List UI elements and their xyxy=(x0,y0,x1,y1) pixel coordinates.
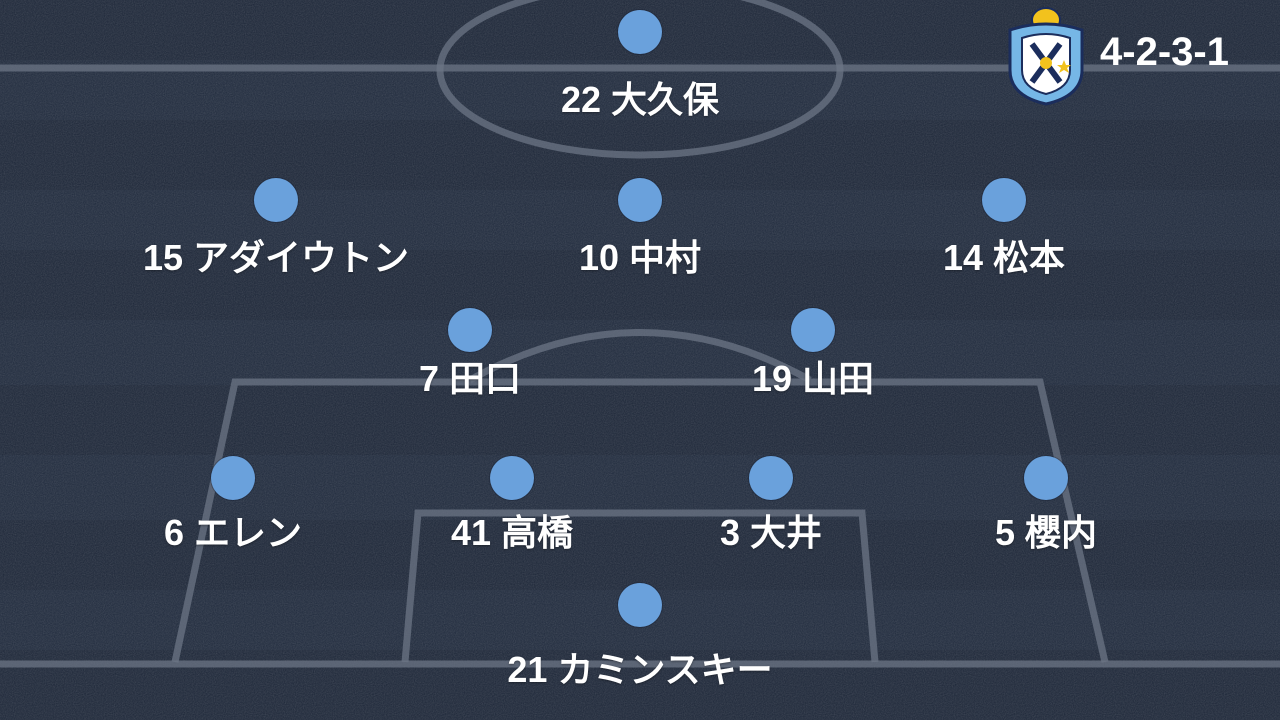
player-marker xyxy=(254,178,298,222)
player-marker xyxy=(749,456,793,500)
player-marker xyxy=(1024,456,1068,500)
player-marker xyxy=(618,583,662,627)
player-label: 7 田口 xyxy=(418,358,522,399)
player-marker xyxy=(211,456,255,500)
formation-label: 4-2-3-1 xyxy=(1100,30,1229,74)
player-marker xyxy=(618,10,662,54)
player-label: 5 櫻内 xyxy=(994,512,1098,553)
player-marker xyxy=(982,178,1026,222)
player-label: 3 大井 xyxy=(719,512,823,553)
player-marker xyxy=(448,308,492,352)
player-marker xyxy=(791,308,835,352)
player-label: 14 松本 xyxy=(942,237,1066,278)
player-label: 6 エレン xyxy=(163,512,303,553)
player-marker xyxy=(490,456,534,500)
club-crest-icon xyxy=(1008,7,1084,106)
player-label: 10 中村 xyxy=(578,237,702,278)
player-label: 15 アダイウトン xyxy=(142,237,410,278)
player-label: 41 高橋 xyxy=(450,512,574,553)
player-label: 21 カミンスキー xyxy=(507,649,773,690)
player-label: 22 大久保 xyxy=(560,79,720,120)
player-label: 19 山田 xyxy=(751,358,875,399)
player-marker xyxy=(618,178,662,222)
